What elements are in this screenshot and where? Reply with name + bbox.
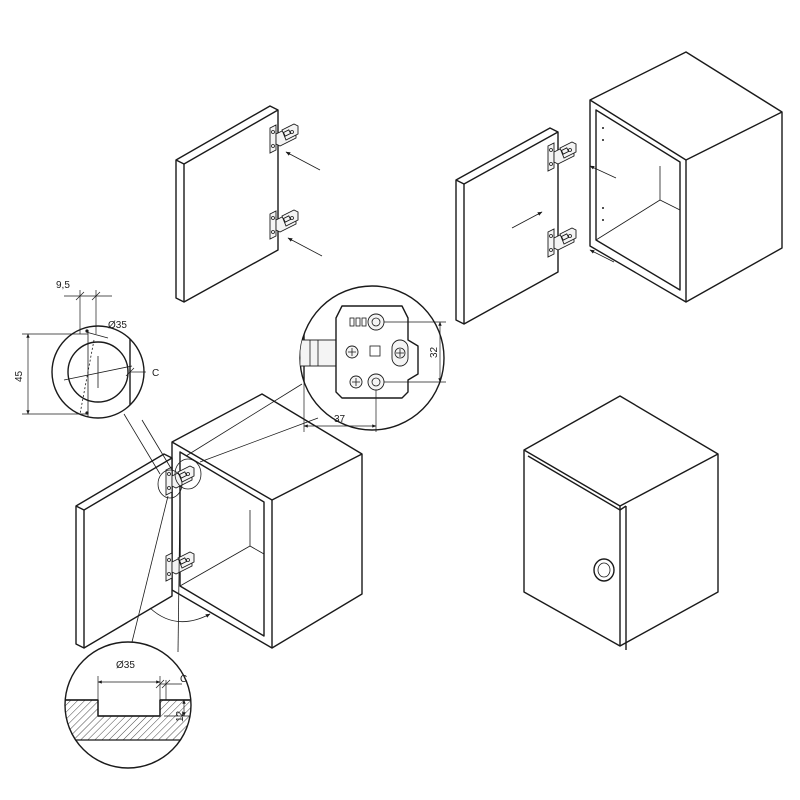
knob-icon xyxy=(593,558,615,582)
dimension-label-12: 12 xyxy=(175,710,186,722)
hinge-icon xyxy=(269,123,299,154)
callout-ring xyxy=(157,469,183,499)
detail-circle-drilling xyxy=(22,290,146,419)
dimension-label-37: 37 xyxy=(334,414,346,425)
cabinet-closed xyxy=(523,395,719,650)
leader-line xyxy=(199,417,319,463)
detail-circle-mounting-plate xyxy=(299,285,446,432)
door-top-left xyxy=(175,105,279,303)
door-open xyxy=(75,453,173,649)
leader-line xyxy=(141,419,173,471)
hinge-icon xyxy=(547,227,577,258)
leader-line xyxy=(123,413,161,475)
arrow-icon xyxy=(149,607,211,623)
cabinet-top-right xyxy=(589,51,783,303)
dimension-label-45: 45 xyxy=(14,370,25,382)
arrow-icon xyxy=(511,165,617,263)
dimension-label-c-bottom: C xyxy=(180,674,187,685)
hinge-icon xyxy=(547,141,577,172)
leader-line xyxy=(177,497,181,653)
leader-line xyxy=(131,495,169,643)
dimension-label-c-top: C xyxy=(152,368,159,379)
door-top-right xyxy=(455,127,559,325)
cabinet-open xyxy=(171,393,363,649)
callout-ring xyxy=(174,458,202,490)
detail-circle-cup-section xyxy=(64,641,192,769)
arrow-icon xyxy=(285,151,323,257)
hinge-icon xyxy=(269,209,299,240)
dimension-label-32: 32 xyxy=(429,346,440,358)
leader-line xyxy=(185,383,303,457)
dimension-label-diameter-top: Ø35 xyxy=(108,320,127,331)
dimension-label-9-5: 9,5 xyxy=(56,280,70,291)
dimension-label-diameter-bottom: Ø35 xyxy=(116,660,135,671)
